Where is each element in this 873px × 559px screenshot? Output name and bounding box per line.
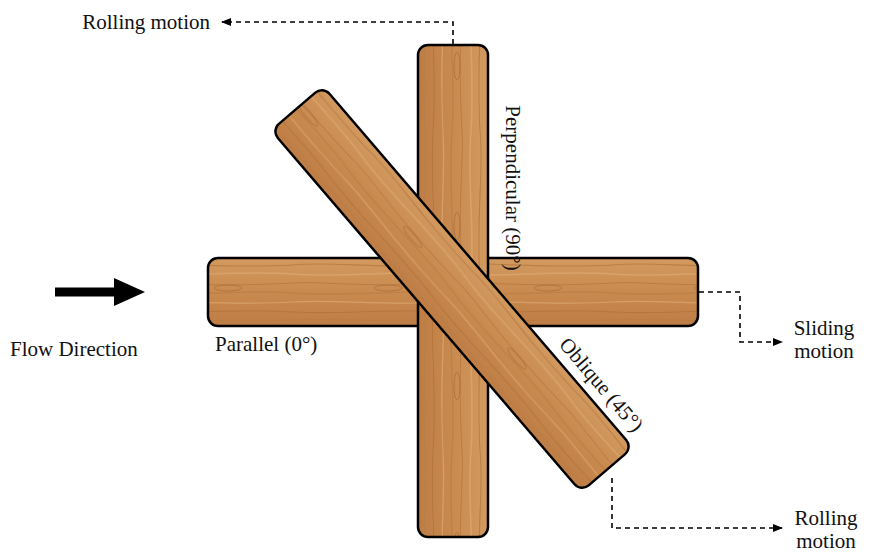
orientation-label: Parallel (0°): [215, 333, 317, 356]
oblique-plank: [271, 86, 632, 492]
plank-outline: [271, 86, 632, 492]
motion-label: Sliding motion: [786, 317, 862, 363]
leader-line: [222, 22, 453, 44]
flow-label: Flow Direction: [10, 338, 138, 361]
orientation-label: Perpendicular (90°): [500, 105, 523, 270]
motion-label: Rolling motion: [82, 11, 210, 34]
leader-line: [612, 478, 782, 528]
leader-line: [699, 292, 782, 342]
plank-wood: [271, 86, 632, 492]
plank-grain: [271, 86, 632, 492]
flow-arrow-shaft: [55, 288, 120, 297]
flow-arrow-head: [114, 278, 145, 306]
motion-label: Rolling motion: [788, 507, 864, 553]
